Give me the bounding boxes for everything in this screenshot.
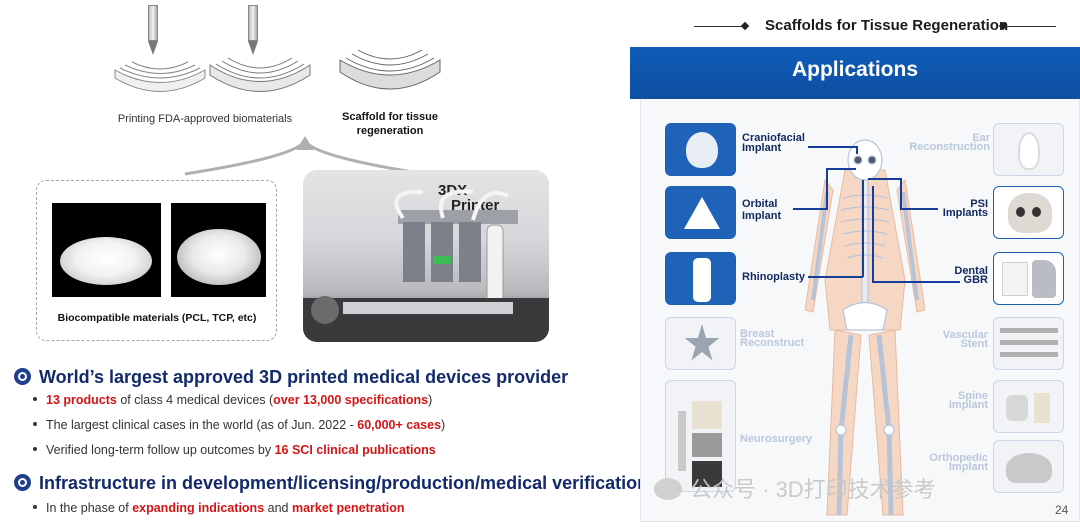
print-nozzle-2 <box>248 5 258 41</box>
connector-orbital <box>793 208 828 210</box>
bullet-heading-1: World’s largest approved 3D printed medi… <box>14 367 568 388</box>
tile-ear <box>993 123 1064 176</box>
bullet-sub-4: In the phase of expanding indications an… <box>33 501 405 515</box>
connector-orbital-h2 <box>826 168 856 170</box>
label-rhinoplasty: Rhinoplasty <box>742 271 805 283</box>
connector-dental <box>872 281 960 283</box>
label-breast-1: Breast <box>740 328 775 340</box>
tile-spine <box>993 380 1064 433</box>
label-vascular-1: Vascular <box>942 329 988 341</box>
connector-dental-v <box>872 186 874 282</box>
bullet-part: and <box>264 501 292 515</box>
bullet-heading-2: Infrastructure in development/licensing/… <box>14 473 648 494</box>
wechat-watermark: 公众号 · 3D打印技术参考 <box>654 472 936 504</box>
label-spine-1: Spine <box>958 390 988 402</box>
target-bullet-icon <box>14 368 31 385</box>
label-spine-2: Implant <box>948 399 988 411</box>
label-psi-2: Implants <box>942 207 988 219</box>
label-dental-2: GBR <box>963 274 988 286</box>
tile-neurosurgery <box>665 380 736 492</box>
wechat-icon <box>654 478 682 500</box>
tile-orbital <box>665 186 736 239</box>
tcp-powder-photo <box>171 203 266 297</box>
bullet-part: expanding indications <box>132 501 265 515</box>
bullet-sub-3: Verified long-term follow up outcomes by… <box>33 443 436 457</box>
dot-icon <box>33 505 37 509</box>
label-ear-2: Reconstruction <box>909 141 990 153</box>
materials-box <box>36 180 277 341</box>
watermark-text: 公众号 · 3D打印技术参考 <box>690 477 936 502</box>
tile-craniofacial <box>665 123 736 176</box>
bullet-part: 13 products <box>46 393 117 407</box>
bullet-part: 60,000+ cases <box>357 418 442 432</box>
connector-rhinoplasty <box>808 276 863 278</box>
dot-icon <box>33 422 37 426</box>
nozzle-tip-2 <box>248 41 258 55</box>
label-craniofacial-1: Craniofacial <box>742 132 805 144</box>
bullet-sub-1: 13 products of class 4 medical devices (… <box>33 393 432 407</box>
connector-orbital-v <box>826 168 828 209</box>
label-ear-1: Ear <box>972 132 990 144</box>
page-number: 24 <box>1055 503 1069 517</box>
printer-mechanics <box>303 189 549 342</box>
applications-title: Applications <box>791 58 918 81</box>
section-title: Scaffolds for Tissue Regeneration <box>765 17 1009 34</box>
tile-dental <box>993 252 1064 305</box>
header-rule-right <box>1006 26 1056 27</box>
bullet-part: ) <box>428 393 433 407</box>
printer-brand-line2: Printer <box>451 197 500 214</box>
tile-orthopedic <box>993 440 1064 493</box>
header-rule-left <box>694 26 742 27</box>
tile-rhinoplasty <box>665 252 736 305</box>
connector-craniofacial-v <box>856 146 858 154</box>
target-bullet-icon <box>14 474 31 491</box>
bullet-part: over 13,000 specifications <box>273 393 429 407</box>
connector-craniofacial <box>808 146 858 148</box>
bullet-part: The largest clinical cases in the world … <box>46 418 358 432</box>
bullet-heading-text: World’s largest approved 3D printed medi… <box>39 367 569 387</box>
label-orbital-1: Orbital <box>742 198 778 210</box>
label-psi-1: PSI <box>970 198 988 210</box>
bullet-part: 16 SCI clinical publications <box>274 443 436 457</box>
bullet-heading-text: Infrastructure in development/licensing/… <box>39 473 649 493</box>
bullet-sub-2: The largest clinical cases in the world … <box>33 418 445 432</box>
caption-materials: Biocompatible materials (PCL, TCP, etc) <box>57 312 257 324</box>
bullet-part: In the phase of <box>46 501 133 515</box>
applications-banner <box>630 47 1080 99</box>
bullet-part: market penetration <box>291 501 405 515</box>
label-ortho-2: Implant <box>948 461 988 473</box>
label-craniofacial-2: Implant <box>742 142 782 154</box>
header-diamond-left <box>740 21 750 31</box>
dot-icon <box>33 447 37 451</box>
connector-psi-h2 <box>868 178 901 180</box>
caption-scaffold-2: regeneration <box>356 125 424 137</box>
label-vascular-2: Stent <box>960 338 989 350</box>
bullet-part: of class 4 medical devices ( <box>116 393 274 407</box>
label-dental-1: Dental <box>954 265 988 277</box>
connector-psi <box>900 208 938 210</box>
nozzle-tip-1 <box>148 41 158 55</box>
tile-psi <box>993 186 1064 239</box>
dot-icon <box>33 397 37 401</box>
caption-printing: Printing FDA-approved biomaterials <box>117 113 293 125</box>
label-ortho-1: Orthopedic <box>929 452 988 464</box>
tile-vascular <box>993 317 1064 370</box>
print-nozzle-1 <box>148 5 158 41</box>
tile-breast <box>665 317 736 370</box>
label-orbital-2: Implant <box>742 210 782 222</box>
connector-psi-v <box>900 178 902 209</box>
caption-scaffold-1: Scaffold for tissue <box>342 111 438 123</box>
bullet-part: Verified long-term follow up outcomes by <box>46 443 275 457</box>
pcl-granules-photo <box>52 203 161 297</box>
label-breast-2: Reconstruct <box>740 337 805 349</box>
connector-rhinoplasty-v <box>862 180 864 277</box>
scaffold-drawings <box>114 49 441 92</box>
label-neurosurgery: Neurosurgery <box>740 433 813 445</box>
3dx-printer-photo: 3DX Printer <box>303 170 549 342</box>
bullet-part: ) <box>441 418 446 432</box>
